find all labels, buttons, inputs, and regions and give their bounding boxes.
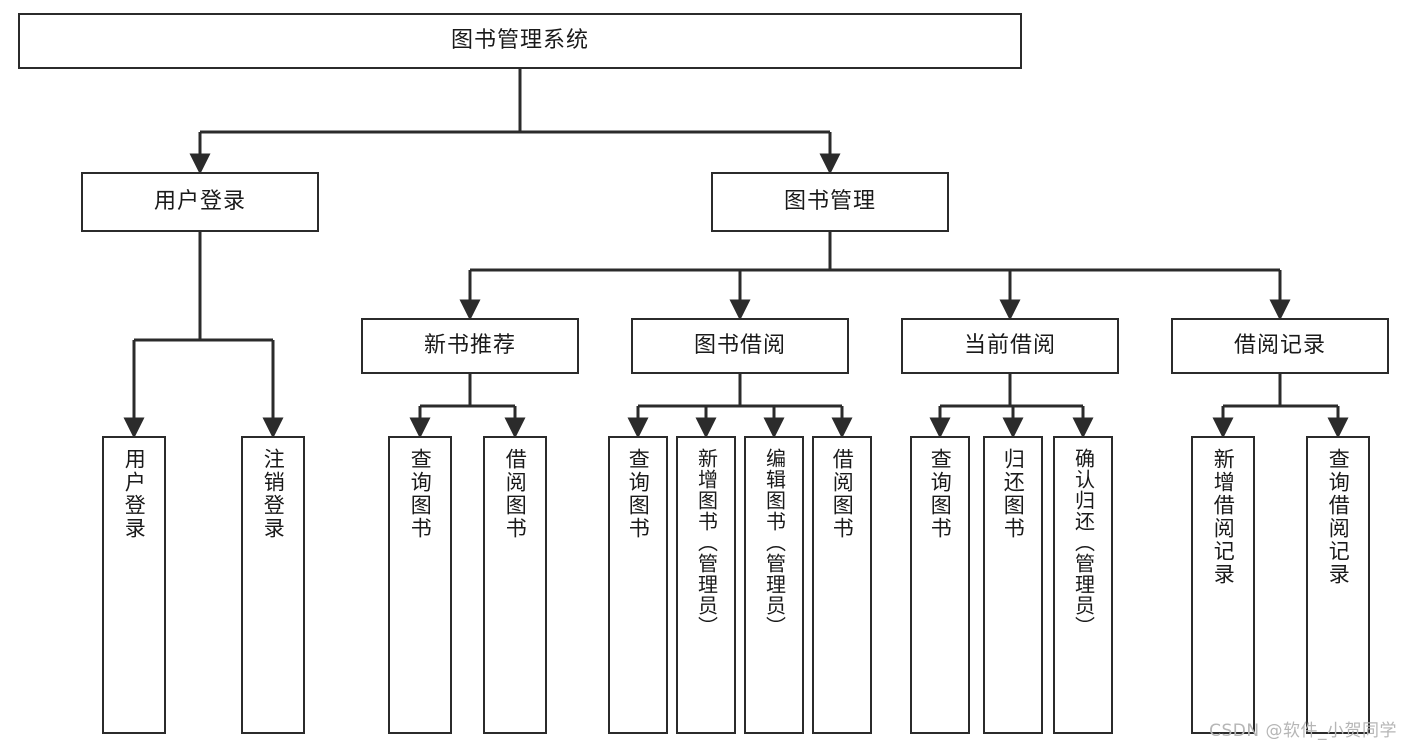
- leaf-borrow-books-borrow[interactable]: 借阅图书: [812, 436, 872, 734]
- node-current-borrow[interactable]: 当前借阅: [901, 318, 1119, 374]
- node-borrow-records-label: 借阅记录: [1233, 332, 1326, 358]
- node-new-book-recommend-label: 新书推荐: [423, 332, 516, 358]
- node-book-borrow-label: 图书借阅: [693, 332, 786, 358]
- leaf-query-books-borrow[interactable]: 查询图书: [608, 436, 668, 734]
- leaf-add-book-admin-label: 新增图书（管理员）: [694, 448, 719, 637]
- leaf-logout[interactable]: 注销登录: [241, 436, 305, 734]
- node-book-borrow[interactable]: 图书借阅: [631, 318, 849, 374]
- leaf-query-books-current-label: 查询图书: [928, 448, 953, 540]
- node-new-book-recommend[interactable]: 新书推荐: [361, 318, 579, 374]
- node-current-borrow-label: 当前借阅: [963, 332, 1056, 358]
- leaf-query-borrow-record[interactable]: 查询借阅记录: [1306, 436, 1370, 734]
- leaf-query-books-current[interactable]: 查询图书: [910, 436, 970, 734]
- node-root[interactable]: 图书管理系统: [18, 13, 1022, 69]
- node-user-login[interactable]: 用户登录: [81, 172, 319, 232]
- leaf-query-books-borrow-label: 查询图书: [626, 448, 651, 540]
- leaf-query-borrow-record-label: 查询借阅记录: [1326, 448, 1351, 586]
- leaf-borrow-books-borrow-label: 借阅图书: [830, 448, 855, 540]
- leaf-return-books[interactable]: 归还图书: [983, 436, 1043, 734]
- leaf-user-login-label: 用户登录: [122, 448, 147, 540]
- node-borrow-records[interactable]: 借阅记录: [1171, 318, 1389, 374]
- leaf-confirm-return-admin[interactable]: 确认归还（管理员）: [1053, 436, 1113, 734]
- leaf-borrow-books-newbook-label: 借阅图书: [503, 448, 528, 540]
- leaf-logout-label: 注销登录: [261, 448, 286, 540]
- leaf-add-book-admin[interactable]: 新增图书（管理员）: [676, 436, 736, 734]
- watermark: CSDN @软件_小贺同学: [1209, 721, 1397, 741]
- leaf-edit-book-admin-label: 编辑图书（管理员）: [762, 448, 787, 637]
- leaf-user-login[interactable]: 用户登录: [102, 436, 166, 734]
- leaf-return-books-label: 归还图书: [1001, 448, 1026, 540]
- node-book-management[interactable]: 图书管理: [711, 172, 949, 232]
- leaf-confirm-return-admin-label: 确认归还（管理员）: [1071, 448, 1096, 637]
- leaf-add-borrow-record[interactable]: 新增借阅记录: [1191, 436, 1255, 734]
- leaf-query-books-newbook-label: 查询图书: [408, 448, 433, 540]
- leaf-add-borrow-record-label: 新增借阅记录: [1211, 448, 1236, 586]
- leaf-query-books-newbook[interactable]: 查询图书: [388, 436, 452, 734]
- node-user-login-label: 用户登录: [153, 188, 246, 214]
- leaf-edit-book-admin[interactable]: 编辑图书（管理员）: [744, 436, 804, 734]
- node-book-management-label: 图书管理: [783, 188, 876, 214]
- node-root-label: 图书管理系统: [450, 27, 589, 53]
- leaf-borrow-books-newbook[interactable]: 借阅图书: [483, 436, 547, 734]
